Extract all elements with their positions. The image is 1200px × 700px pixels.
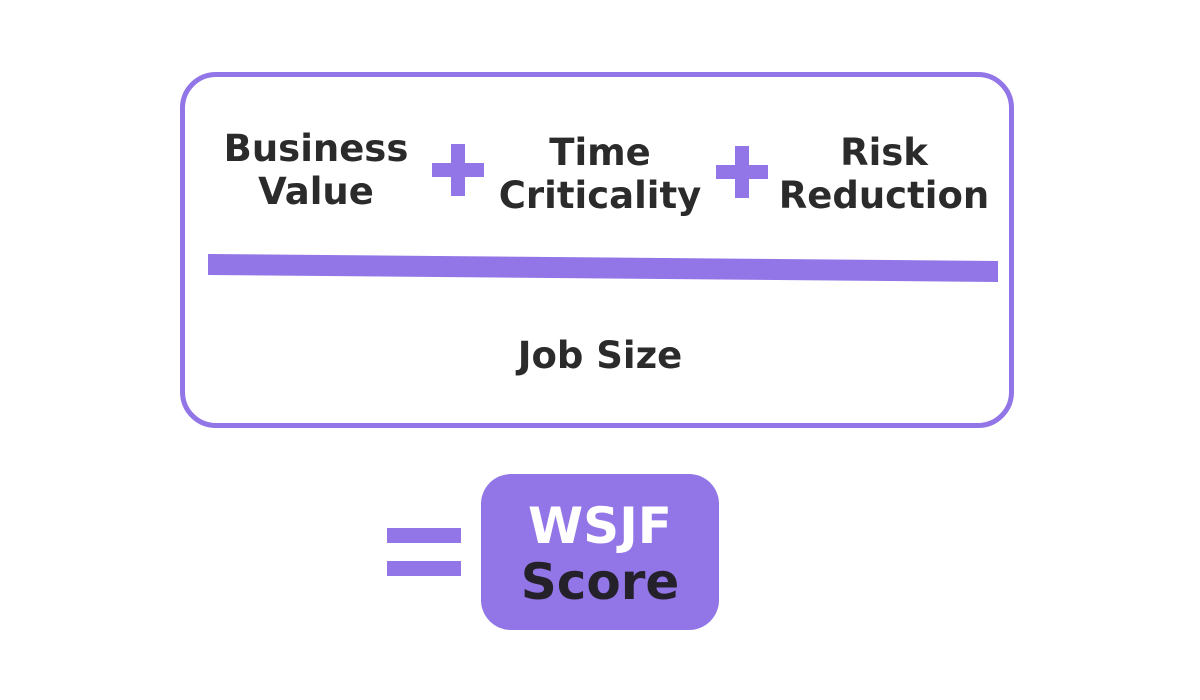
plus-icon [432,144,484,196]
term-risk-reduction: Risk Reduction [778,131,990,217]
term-job-size: Job Size [517,334,683,377]
plus-icon [716,146,768,198]
term-business-value: Business Value [223,127,409,213]
wsjf-score-badge: WSJF Score [481,474,719,630]
equals-icon [387,528,461,576]
score-label-score: Score [520,553,680,611]
formula-frame [180,72,1014,428]
score-label-wsjf: WSJF [528,497,672,555]
term-time-criticality: Time Criticality [498,131,702,217]
